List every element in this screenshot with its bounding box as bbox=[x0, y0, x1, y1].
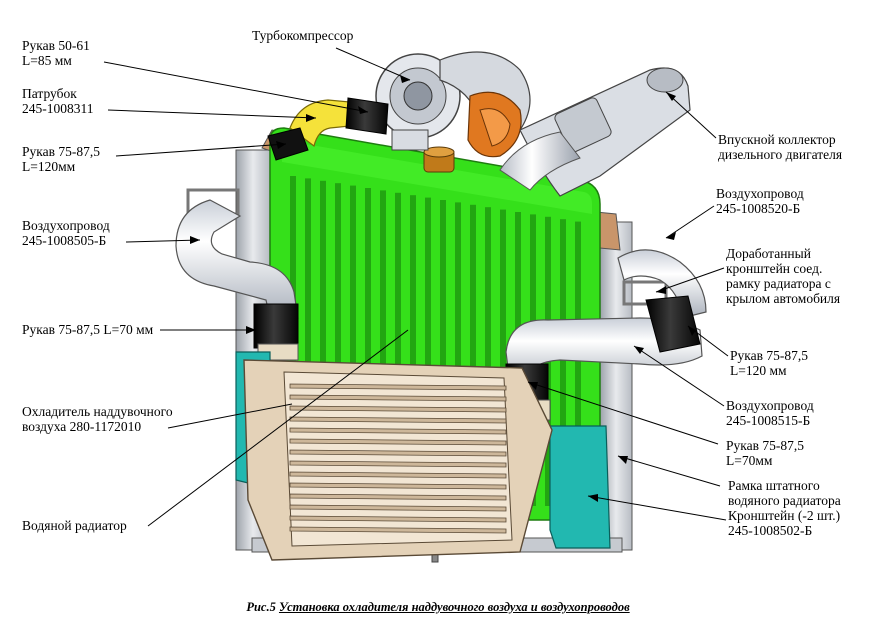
intercooler-louver bbox=[289, 405, 507, 413]
intercooler-louver bbox=[289, 526, 507, 534]
radiator-fin bbox=[380, 190, 386, 506]
radiator-fin bbox=[350, 185, 356, 506]
caption-prefix: Рис.5 bbox=[246, 600, 276, 614]
radiator-fin bbox=[365, 188, 371, 506]
radiator-fin bbox=[575, 221, 581, 506]
leader-lines bbox=[103, 47, 729, 527]
intake-manifold bbox=[499, 67, 691, 197]
arrowheads bbox=[190, 75, 696, 502]
label-turbocharger: Турбокомпрессор bbox=[252, 28, 354, 43]
hose-75-120-right bbox=[645, 295, 701, 353]
radiator-fin bbox=[455, 202, 461, 506]
intercooler-louver bbox=[289, 427, 507, 435]
radiator-fin bbox=[395, 192, 401, 507]
radiator-fin bbox=[470, 204, 476, 507]
radiator-fin bbox=[560, 219, 566, 506]
label-bracket-2pcs: Кронштейн (-2 шт.)245-1008502-Б bbox=[728, 508, 841, 538]
hose-75-70-left bbox=[253, 303, 299, 361]
hose-50-61 bbox=[345, 97, 389, 135]
radiator-fin bbox=[320, 180, 326, 507]
radiator-fin bbox=[305, 178, 311, 506]
intercooler-louver bbox=[289, 449, 507, 457]
intercooler-louver bbox=[289, 515, 507, 523]
radiator-fin bbox=[485, 207, 491, 506]
radiator-fin bbox=[500, 209, 506, 506]
bracket-right bbox=[549, 425, 611, 549]
intercooler-louver bbox=[289, 460, 507, 468]
intercooler-louver bbox=[289, 394, 507, 402]
turbocharger bbox=[375, 51, 531, 158]
intercooler-core bbox=[243, 359, 553, 561]
radiator-fin bbox=[335, 183, 341, 506]
radiator-fin bbox=[440, 200, 446, 506]
intercooler-louver bbox=[289, 493, 507, 501]
intercooler-louver bbox=[289, 383, 507, 391]
radiator-fin bbox=[425, 197, 431, 506]
intercooler-louver bbox=[289, 504, 507, 512]
intercooler-louver bbox=[289, 416, 507, 424]
figure-caption: Рис.5 Установка охладителя наддувочного … bbox=[0, 600, 876, 615]
label-hose-75-70-left: Рукав 75-87,5 L=70 мм bbox=[22, 322, 154, 337]
intercooler-louver bbox=[289, 471, 507, 479]
intercooler-louver bbox=[289, 438, 507, 446]
caption-title: Установка охладителя наддувочного воздух… bbox=[278, 600, 630, 614]
intercooler-louver bbox=[289, 482, 507, 490]
hose-75-120-left bbox=[267, 127, 309, 161]
intercooler-louvers bbox=[289, 383, 507, 534]
radiator-fin bbox=[410, 195, 416, 506]
label-water-radiator: Водяной радиатор bbox=[22, 518, 127, 533]
